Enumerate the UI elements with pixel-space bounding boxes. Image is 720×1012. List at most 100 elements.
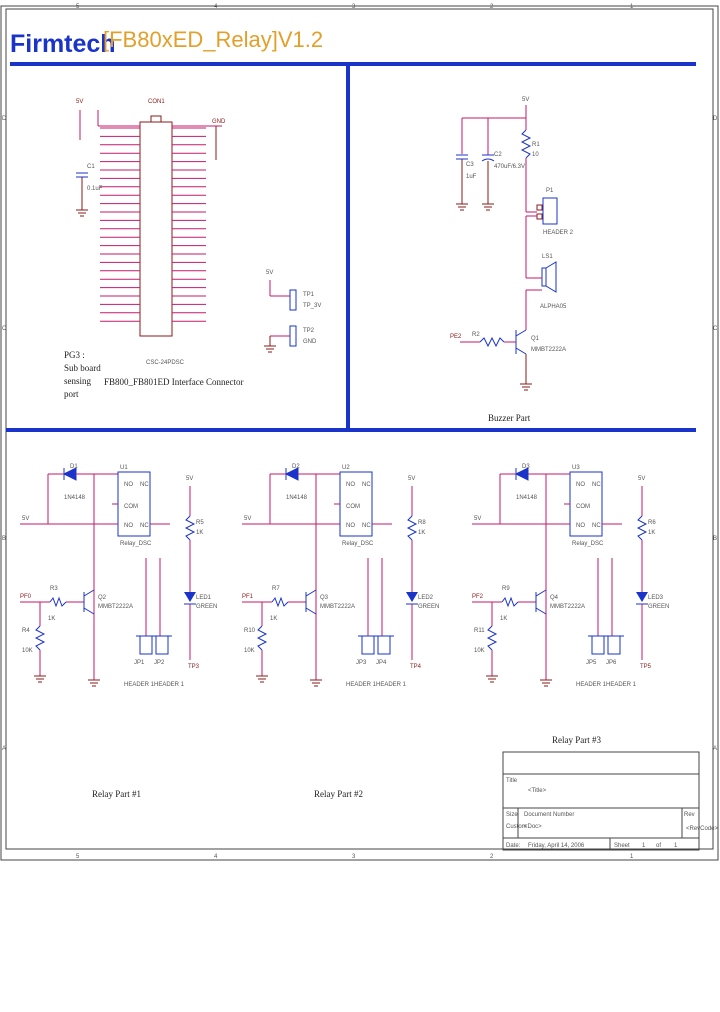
pin bbox=[536, 213, 543, 220]
tb-date-value: Friday, April 14, 2006 bbox=[528, 843, 585, 849]
tp2-label: GND bbox=[303, 339, 317, 345]
ground-symbol bbox=[76, 177, 88, 217]
relay-com-label: COM bbox=[576, 504, 590, 510]
rpd-value: 10K bbox=[244, 648, 255, 654]
rpd-ref: R4 bbox=[22, 628, 30, 634]
supply-label: 5V bbox=[186, 476, 193, 482]
ground-symbol bbox=[34, 675, 46, 683]
relay-nc-label: NC bbox=[362, 482, 371, 488]
relay-part: Relay_DSC bbox=[120, 541, 152, 547]
relay-nc-label: NC bbox=[592, 523, 601, 529]
resistor-base bbox=[501, 596, 519, 608]
relay-no-label: NO bbox=[124, 523, 133, 529]
net-label: PF1 bbox=[242, 594, 254, 600]
rb-value: 1K bbox=[270, 616, 277, 622]
rb-value: 1K bbox=[500, 616, 507, 622]
relay-no-label: NO bbox=[346, 523, 355, 529]
transistor-icon bbox=[83, 589, 95, 597]
header-ref: JP2 bbox=[154, 660, 165, 666]
relay-caption: Relay Part #3 bbox=[552, 735, 601, 745]
testpoint-2 bbox=[289, 325, 297, 347]
rpd-ref: R10 bbox=[244, 628, 256, 634]
transistor-icon bbox=[83, 607, 95, 615]
header-jp bbox=[591, 635, 605, 655]
relay-part: Relay_DSC bbox=[342, 541, 374, 547]
q1-part: MMBT2222A bbox=[531, 347, 566, 353]
tp1-ref: TP1 bbox=[303, 292, 315, 298]
speaker-icon bbox=[545, 261, 557, 293]
p1-part: HEADER 2 bbox=[543, 230, 574, 236]
testpoint-label: TP5 bbox=[640, 664, 652, 670]
tb-sheet-label: Sheet bbox=[614, 843, 630, 849]
transistor-part: MMBT2222A bbox=[550, 604, 585, 610]
header-jp bbox=[139, 635, 153, 655]
capacitor-plate bbox=[481, 158, 495, 162]
tp2-ref: TP2 bbox=[303, 328, 315, 334]
relay-part: Relay_DSC bbox=[572, 541, 604, 547]
capacitor-value: 0.1uF bbox=[87, 186, 103, 192]
column-markers: 5 4 3 2 1 5 4 3 2 1 bbox=[76, 4, 634, 860]
resistor-r1 bbox=[520, 129, 532, 159]
c3-ref: C3 bbox=[466, 162, 474, 168]
header-part: HEADER 1 bbox=[376, 682, 407, 688]
wire bbox=[145, 558, 161, 636]
ground-symbol bbox=[482, 161, 494, 211]
rb-ref: R3 bbox=[50, 586, 58, 592]
connector-part: CSC-24PDSC bbox=[146, 360, 185, 366]
connector-key bbox=[150, 115, 162, 123]
row-marker: A bbox=[713, 746, 717, 752]
rled-ref: R8 bbox=[418, 520, 426, 526]
led-icon bbox=[406, 592, 418, 602]
relay-no-label: NO bbox=[576, 523, 585, 529]
col-marker: 4 bbox=[214, 854, 218, 860]
tb-size-value: Custom bbox=[506, 824, 527, 830]
header-part: HEADER 1 bbox=[124, 682, 155, 688]
diode-part: 1N4148 bbox=[286, 495, 308, 501]
led-part: GREEN bbox=[648, 604, 669, 610]
relay-ref: U3 bbox=[572, 465, 580, 471]
relay-nc-label: NC bbox=[362, 523, 371, 529]
tb-rev-label: Rev bbox=[684, 812, 695, 818]
rled-value: 1K bbox=[648, 530, 655, 536]
net-label: PE2 bbox=[450, 334, 462, 340]
header-p1 bbox=[542, 197, 558, 225]
r1-value: 10 bbox=[532, 152, 539, 158]
note-line: sensing bbox=[64, 376, 92, 386]
col-marker: 1 bbox=[630, 854, 634, 860]
col-marker: 5 bbox=[76, 854, 80, 860]
connector-pins bbox=[100, 127, 206, 322]
header-ref: JP1 bbox=[134, 660, 145, 666]
col-marker: 2 bbox=[490, 854, 494, 860]
connector-section: 5V CON1 GND C1 0.1uF CSC-24PDSC PG3 : Su… bbox=[64, 99, 321, 399]
led-ref: LED3 bbox=[648, 595, 664, 601]
led-icon bbox=[636, 592, 648, 602]
relay-no-label: NO bbox=[124, 482, 133, 488]
led-ref: LED1 bbox=[196, 595, 212, 601]
supply-label: 5V bbox=[22, 516, 29, 522]
diode-part: 1N4148 bbox=[64, 495, 86, 501]
testpoint-1 bbox=[289, 289, 297, 311]
relay-ref: U1 bbox=[120, 465, 128, 471]
tp1-label: TP_3V bbox=[303, 303, 321, 309]
diode-ref: D1 bbox=[70, 464, 78, 470]
relay-caption: Relay Part #2 bbox=[314, 789, 363, 799]
header-jp bbox=[155, 635, 169, 655]
header-jp bbox=[607, 635, 621, 655]
diode-ref: D3 bbox=[522, 464, 530, 470]
row-marker: D bbox=[2, 116, 7, 122]
supply-label: 5V bbox=[244, 516, 251, 522]
supply-label: 5V bbox=[474, 516, 481, 522]
sheet-border bbox=[0, 5, 719, 861]
capacitor-ref: C1 bbox=[87, 164, 95, 170]
connector-ref: CON1 bbox=[148, 99, 165, 105]
col-marker: 3 bbox=[352, 4, 356, 10]
led-part: GREEN bbox=[418, 604, 439, 610]
tb-title-label: Title bbox=[506, 778, 518, 784]
resistor-led bbox=[636, 515, 648, 541]
transistor-icon bbox=[305, 607, 317, 615]
net-label: PF2 bbox=[472, 594, 484, 600]
rled-value: 1K bbox=[418, 530, 425, 536]
transistor-icon bbox=[305, 589, 317, 597]
